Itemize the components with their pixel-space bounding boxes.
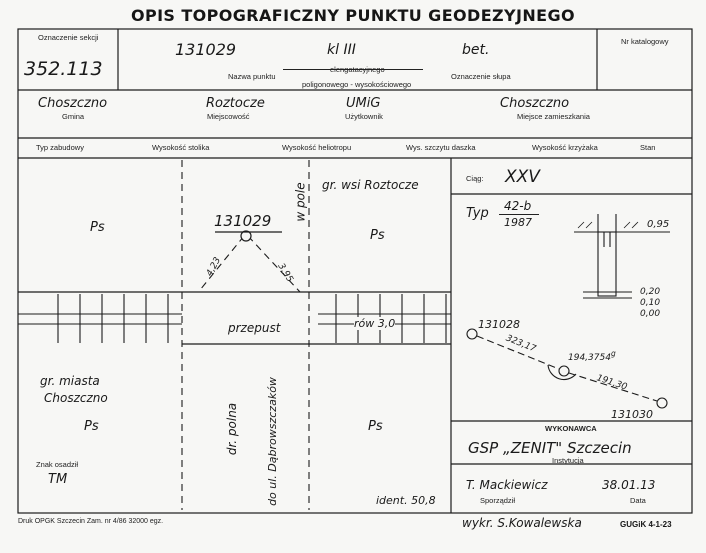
date-value: 38.01.13 bbox=[602, 478, 656, 492]
author-value: T. Mackiewicz bbox=[466, 478, 548, 492]
miejscowosc-value: Roztocze bbox=[206, 96, 265, 111]
sketch-ident: ident. 50,8 bbox=[376, 494, 436, 507]
sketch-ps-4: Ps bbox=[368, 419, 383, 434]
traverse-angle-value: 194,3754 bbox=[568, 353, 611, 363]
typ-label: Typ bbox=[466, 206, 489, 221]
depth-top: 0,95 bbox=[647, 219, 670, 230]
marker-label: Oznaczenie słupa bbox=[451, 72, 511, 81]
zamieszkanie-value: Choszczno bbox=[500, 96, 570, 111]
sketch-przepust: przepust bbox=[228, 321, 281, 335]
ciag-label: Ciąg: bbox=[466, 174, 484, 183]
depth-1: 0,20 bbox=[640, 287, 661, 297]
zamieszkanie-label: Miejsce zamieszkania bbox=[517, 112, 590, 121]
sketch-point-id: 131029 bbox=[214, 212, 272, 230]
znak-value: TM bbox=[48, 472, 68, 487]
sketch-do-ul: do ul. Dąbrowszczaków bbox=[265, 377, 279, 506]
miejscowosc-label: Miejscowość bbox=[207, 112, 250, 121]
wykonawca-label: WYKONAWCA bbox=[545, 424, 597, 433]
uzytkownik-label: Użytkownik bbox=[345, 112, 383, 121]
spec-wys-daszka: Wys. szczytu daszka bbox=[406, 143, 476, 152]
traverse-point-b-label: 131030 bbox=[611, 408, 653, 421]
wykr-note: wykr. S.Kowalewska bbox=[462, 516, 582, 530]
date-label: Data bbox=[630, 496, 646, 505]
sketch-ps-3: Ps bbox=[84, 419, 99, 434]
traverse-point-main bbox=[558, 365, 570, 377]
catalog-label: Nr katalogowy bbox=[621, 37, 669, 46]
sketch-ps-2: Ps bbox=[370, 228, 385, 243]
spec-wys-heliotropu: Wysokość heliotropu bbox=[282, 143, 352, 152]
depth-2: 0,10 bbox=[640, 298, 661, 308]
sketch-gr-miasta: gr. miasta bbox=[40, 374, 100, 388]
znak-label: Znak osadził bbox=[36, 460, 79, 469]
spec-typ-zabudowy: Typ zabudowy bbox=[36, 143, 84, 152]
sketch-dr-polna: dr. polna bbox=[225, 402, 240, 456]
ciag-value: XXV bbox=[505, 167, 540, 187]
author-label: Sporządził bbox=[480, 496, 516, 505]
class-value: kl III bbox=[327, 42, 356, 58]
section-value: 352.113 bbox=[24, 58, 103, 80]
print-info: Druk OPGK Szczecin Zam. nr 4/86 32000 eg… bbox=[18, 518, 164, 525]
sketch-ps-1: Ps bbox=[90, 220, 105, 235]
sketch-choszczno: Choszczno bbox=[44, 391, 108, 405]
point-name-value: 131029 bbox=[175, 40, 237, 59]
gmina-value: Choszczno bbox=[38, 96, 108, 111]
traverse-angle-unit: g bbox=[610, 349, 616, 358]
depth-3: 0,00 bbox=[640, 309, 661, 319]
traverse-angle: 194,3754g bbox=[568, 349, 616, 363]
typ-divider bbox=[499, 214, 539, 215]
traverse-point-a bbox=[466, 328, 478, 340]
traverse-point-a-label: 131028 bbox=[478, 318, 520, 331]
institution-label: Instytucja bbox=[552, 456, 584, 465]
traverse-point-b bbox=[656, 397, 668, 409]
form-id: GUGiK 4-1-23 bbox=[620, 520, 672, 529]
gmina-label: Gmina bbox=[62, 112, 85, 121]
sketch-gr-wsi: gr. wsi Roztocze bbox=[322, 178, 419, 192]
marker-value: bet. bbox=[462, 42, 490, 58]
point-name-line bbox=[283, 69, 423, 70]
institution-value: GSP „ZENIT" Szczecin bbox=[468, 439, 632, 457]
spec-wys-krzyzaka: Wysokość krzyżaka bbox=[532, 143, 598, 152]
network-label-2: poligonowego - wysokościowego bbox=[302, 80, 412, 89]
typ-year: 1987 bbox=[504, 216, 532, 229]
uzytkownik-value: UMiG bbox=[346, 96, 381, 111]
sketch-w-pole: w pole bbox=[293, 182, 308, 222]
point-name-label: Nazwa punktu bbox=[228, 72, 276, 81]
sketch-row: rów 3,0 bbox=[354, 317, 396, 330]
form-title: OPIS TOPOGRAFICZNY PUNKTU GEODEZYJNEGO bbox=[130, 6, 576, 25]
typ-value: 42-b bbox=[504, 199, 532, 213]
point-marker-main bbox=[240, 230, 252, 242]
spec-wys-stolika: Wysokość stolika bbox=[152, 143, 210, 152]
section-label: Oznaczenie sekcji bbox=[38, 33, 99, 42]
spec-stan: Stan bbox=[640, 143, 656, 152]
network-label-1: elengatacyjnego bbox=[330, 65, 385, 74]
